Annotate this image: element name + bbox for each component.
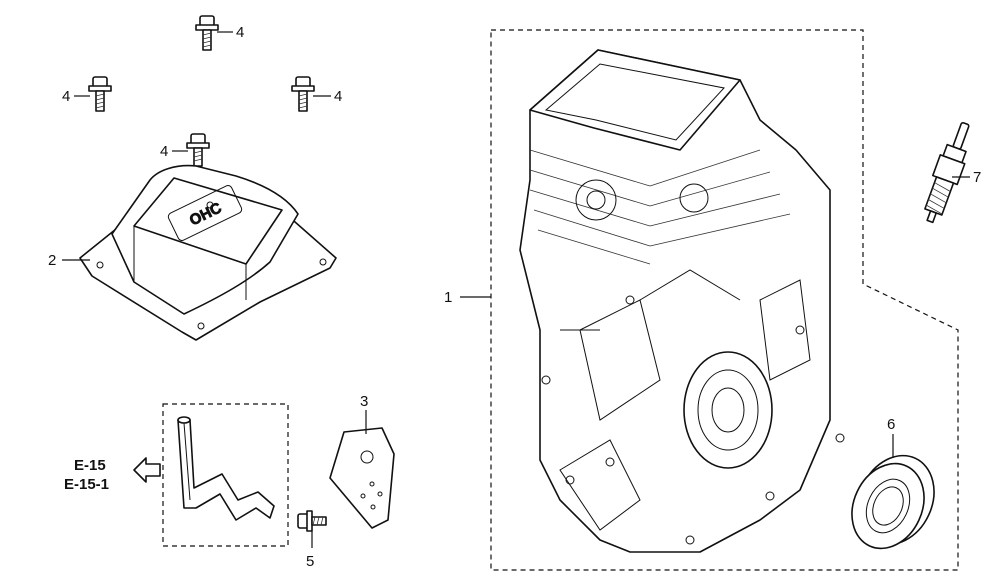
bolt-4-top[interactable] [195, 15, 219, 51]
breather-tube[interactable] [177, 416, 275, 521]
spark-plug-7[interactable] [924, 122, 970, 224]
bolt-4-mid[interactable] [186, 133, 210, 167]
engine-block-1[interactable] [519, 49, 845, 553]
breather-plate-3[interactable] [329, 427, 395, 529]
bolt-4-left[interactable] [88, 76, 112, 112]
breather-tube-group [162, 403, 289, 547]
callout-4-right: 4 [334, 88, 342, 105]
callout-4-top: 4 [236, 24, 244, 41]
reference-e15: E-15 [74, 457, 106, 474]
callout-5: 5 [306, 553, 314, 570]
callout-7: 7 [973, 169, 981, 186]
reference-arrow[interactable]: E-15 E-15-1 [64, 457, 161, 493]
bolt-4-right[interactable] [291, 76, 315, 112]
callout-3: 3 [360, 393, 368, 410]
head-cover-2[interactable]: OHC [79, 164, 337, 341]
bolt-5[interactable] [297, 510, 327, 532]
callout-1: 1 [444, 289, 452, 306]
reference-e15-1: E-15-1 [64, 476, 109, 493]
engine-block-boundary [490, 29, 959, 571]
callout-4-left: 4 [62, 88, 70, 105]
callout-6: 6 [887, 416, 895, 433]
callout-4-mid: 4 [160, 143, 168, 160]
oil-seal-6[interactable] [839, 443, 948, 560]
arrow-left-icon [133, 457, 161, 483]
callout-2: 2 [48, 252, 56, 269]
